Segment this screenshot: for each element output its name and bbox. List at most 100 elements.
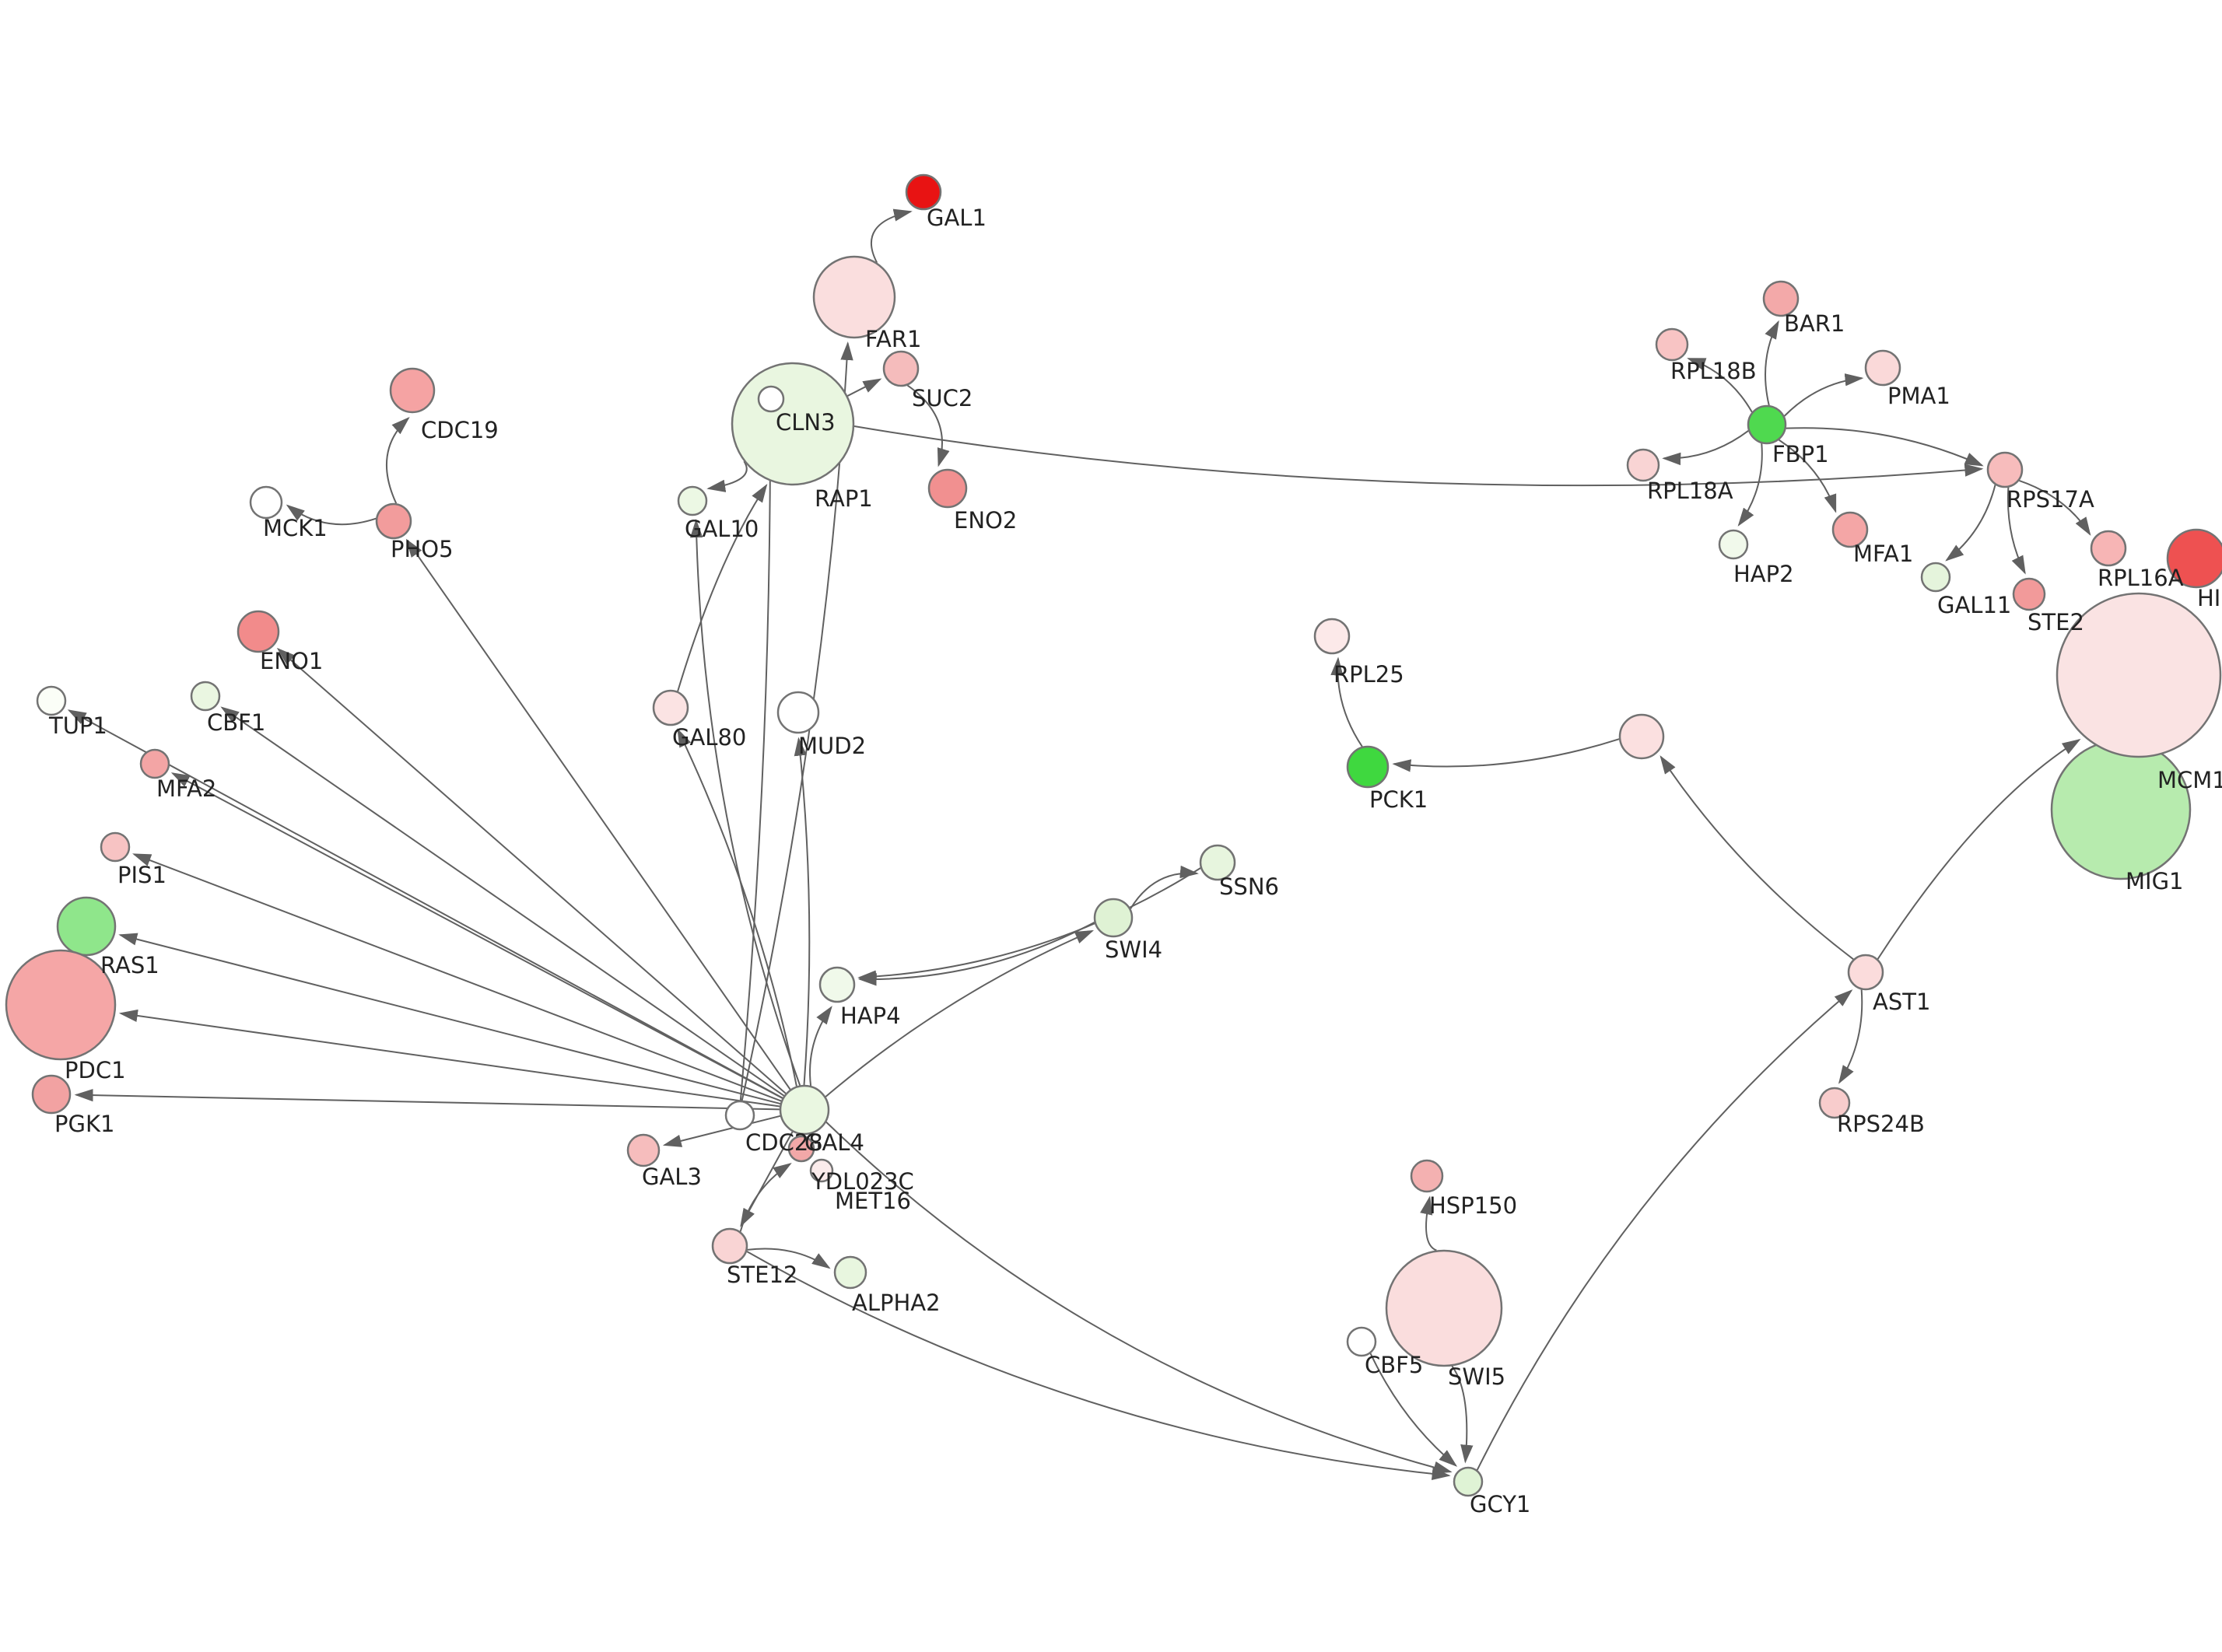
edge-gal4-ras1[interactable] [118,933,781,1105]
node-cbf5[interactable] [1346,1326,1377,1357]
node-hap4[interactable] [818,966,856,1003]
node-suc2[interactable] [882,350,920,387]
node-pis1[interactable] [100,831,131,863]
node-mig1[interactable] [2050,739,2192,880]
node-pgk1[interactable] [31,1074,72,1115]
node-pma1[interactable] [1864,349,1901,387]
node-hsp150[interactable] [1410,1159,1444,1193]
edge-gal4-swi4[interactable] [825,929,1095,1097]
node-hap2[interactable] [1718,529,1749,560]
edge-rap1-rps17a[interactable] [853,425,1984,487]
node-ras1[interactable] [56,896,117,957]
node-swi4[interactable] [1093,898,1134,938]
node-rps24b[interactable] [1818,1087,1851,1119]
node-rpl16a[interactable] [2090,530,2127,567]
node-eno2[interactable] [927,468,968,509]
node-cdc28[interactable] [724,1100,755,1131]
node-ssn6[interactable] [1199,844,1236,881]
edge-gal4-pdc1[interactable] [118,1009,780,1108]
node-gal3[interactable] [626,1133,661,1167]
node-pdc1[interactable] [5,949,117,1061]
node-gcy1[interactable] [1453,1466,1484,1497]
node-gal1[interactable] [905,173,942,211]
node-ste2[interactable] [2012,577,2046,611]
edge-gal4-cbf1[interactable] [220,706,785,1097]
node-met16[interactable] [809,1158,834,1183]
edge-cbf5-gcy1[interactable] [1369,1353,1458,1467]
edge-fbp1-pma1[interactable] [1783,373,1864,417]
edge-fbp1-rpl18b[interactable] [1687,358,1753,413]
node-cln3[interactable] [757,385,785,413]
edge-ast1-n1[interactable] [1659,755,1854,961]
edge-fbp1-bar1[interactable] [1765,320,1779,406]
node-mcm1[interactable] [2056,592,2222,758]
node-rpl18a[interactable] [1626,448,1660,482]
edge-gal4-pis1[interactable] [132,853,782,1102]
edge-ast1-rps24b[interactable] [1838,989,1863,1084]
edge-fbp1-mfa1[interactable] [1778,439,1837,513]
node-ast1[interactable] [1847,954,1884,991]
edge-rap1-gal10[interactable] [706,460,748,492]
node-rpl18b[interactable] [1655,327,1689,362]
edge-n1-pck1[interactable] [1392,738,1620,772]
node-ydl023c[interactable] [787,1135,815,1163]
edge-cdc28-cln3[interactable] [739,415,777,1101]
edge-gal4-tup1[interactable] [67,709,783,1099]
node-rpl25[interactable] [1313,618,1351,655]
edge-gal4-mfa2[interactable] [170,772,783,1099]
edge-rps17a-ste2[interactable] [2006,487,2026,575]
node-tup1[interactable] [36,685,67,716]
edge-ast1-mcm1[interactable] [1877,738,2081,960]
node-gal80[interactable] [652,689,689,726]
edge-swi5-gcy1[interactable] [1451,1365,1474,1464]
edge-far1-gal1[interactable] [870,208,913,264]
edge-gal80-rap1[interactable] [677,483,768,692]
node-mud2[interactable] [776,691,820,734]
node-gal10[interactable] [677,485,708,516]
node-cdc19[interactable] [389,367,436,414]
node-ste12[interactable] [711,1227,748,1265]
edge-fbp1-hap2[interactable] [1737,443,1763,527]
edge-ste12-gcy1[interactable] [746,1251,1451,1481]
edge-suc2-eno2[interactable] [906,384,950,467]
edge-pho5-cdc19[interactable] [385,417,410,504]
edge-swi5-hsp150[interactable] [1420,1195,1437,1251]
edge-gal4-gcy1[interactable] [825,1121,1453,1474]
edge-fbp1-rps17a[interactable] [1786,427,1984,467]
edge-ste12-alpha2[interactable] [747,1248,831,1269]
edge-ssn6-hap4[interactable] [857,867,1201,983]
node-pck1[interactable] [1346,745,1390,789]
node-bar1[interactable] [1762,280,1800,317]
edge-gal4-gal80[interactable] [677,728,797,1087]
node-rps17a[interactable] [1986,451,2024,488]
edge-pho5-mck1[interactable] [286,504,377,526]
node-fbp1[interactable] [1747,404,1787,445]
edge-swi4-hap4[interactable] [857,922,1095,986]
edge-swi4-ssn6[interactable] [1130,865,1199,909]
node-eno1[interactable] [237,610,280,653]
node-far1[interactable] [812,255,896,339]
node-pho5[interactable] [375,502,412,540]
edge-gal4-pho5[interactable] [405,538,791,1090]
edge-rps17a-gal11[interactable] [1945,485,1996,562]
node-cbf1[interactable] [190,681,221,712]
node-unlabeled[interactable] [1618,713,1665,760]
edge-gal4-gal3[interactable] [662,1115,781,1147]
edge-gal4-mud2[interactable] [794,737,811,1086]
node-his4[interactable] [2166,528,2222,589]
node-gal4[interactable] [779,1084,830,1136]
edge-fbp1-rpl18a[interactable] [1662,429,1749,466]
edge-rap1-suc2[interactable] [846,378,882,397]
node-mck1[interactable] [249,485,283,520]
edge-gal4-pgk1[interactable] [74,1088,780,1111]
node-mfa2[interactable] [139,748,170,779]
edge-gal4-eno1[interactable] [276,647,787,1094]
edge-gcy1-ast1[interactable] [1476,989,1853,1471]
node-swi5[interactable] [1385,1249,1503,1367]
node-mfa1[interactable] [1831,511,1869,548]
node-gal11[interactable] [1920,562,1951,593]
edge-ste12-ydl023c[interactable] [739,1163,792,1232]
node-alpha2[interactable] [833,1255,867,1290]
